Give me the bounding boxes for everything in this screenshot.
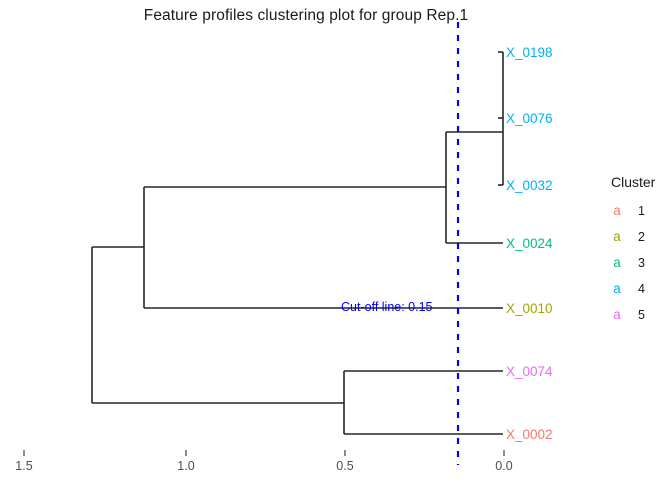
leaf-label-x0024: X_0024	[506, 236, 553, 251]
legend-item-label-2: 2	[638, 229, 645, 244]
legend-title: Cluster	[611, 174, 656, 190]
legend-key-icon-3: a	[613, 255, 621, 270]
legend-key-icon-1: a	[613, 203, 621, 218]
legend-item-3[interactable]: a 3	[606, 255, 645, 270]
legend-key-icon-5: a	[613, 307, 621, 322]
legend-item-label-5: 5	[638, 307, 645, 322]
x-axis-tick-label-2: 1.0	[177, 459, 194, 473]
dendrogram-branches	[91, 51, 504, 435]
page-title: Feature profiles clustering plot for gro…	[143, 7, 469, 24]
legend-item-1[interactable]: a 1	[606, 203, 645, 218]
legend-item-label-3: 3	[638, 255, 645, 270]
legend-key-icon-4: a	[613, 281, 621, 296]
leaf-label-x0002: X_0002	[506, 427, 553, 442]
legend-item-2[interactable]: a 2	[606, 229, 645, 244]
legend-item-label-4: 4	[638, 281, 645, 296]
leaf-label-x0074: X_0074	[506, 364, 553, 379]
leaf-label-x0032: X_0032	[506, 178, 553, 193]
leaf-label-x0076: X_0076	[506, 111, 553, 126]
legend-key-icon-2: a	[613, 229, 621, 244]
x-axis-tick-label-1: 1.5	[15, 459, 32, 473]
x-axis-tick-label-4: 0.0	[495, 459, 512, 473]
legend-item-4[interactable]: a 4	[606, 281, 645, 296]
legend-item-label-1: 1	[638, 203, 645, 218]
leaf-label-x0010: X_0010	[506, 301, 553, 316]
cutoff-label: Cut-off line: 0.15	[341, 300, 433, 314]
x-axis	[23, 450, 505, 456]
x-axis-tick-label-3: 0.5	[336, 459, 353, 473]
legend-item-5[interactable]: a 5	[606, 307, 645, 322]
leaf-label-x0198: X_0198	[506, 45, 553, 60]
